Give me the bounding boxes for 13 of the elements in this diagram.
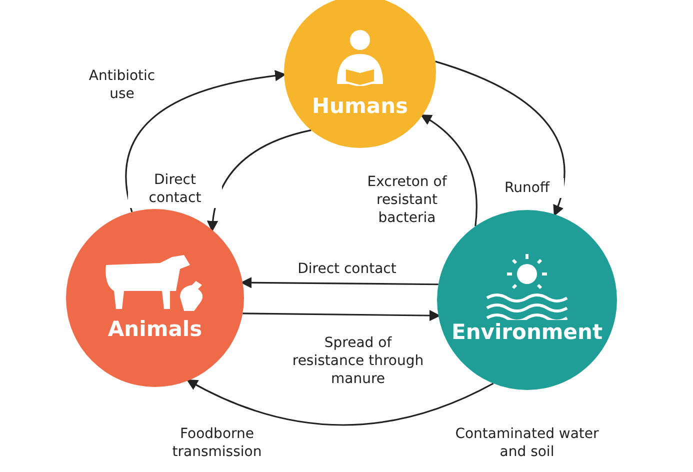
arrow xyxy=(125,70,286,212)
caption-text: Foodborne transmission xyxy=(171,425,263,462)
arrow xyxy=(240,277,438,288)
edge-label: Direct contact xyxy=(128,170,222,208)
node-title: Environment xyxy=(450,320,604,344)
arrow xyxy=(435,60,566,217)
caption-text: Contaminated water and soil xyxy=(454,425,600,462)
node-title: Humans xyxy=(310,94,410,118)
arrow xyxy=(207,129,312,232)
arrow xyxy=(186,379,494,426)
arrow xyxy=(242,310,441,322)
arrow xyxy=(420,114,478,226)
node-title: Animals xyxy=(106,317,204,341)
